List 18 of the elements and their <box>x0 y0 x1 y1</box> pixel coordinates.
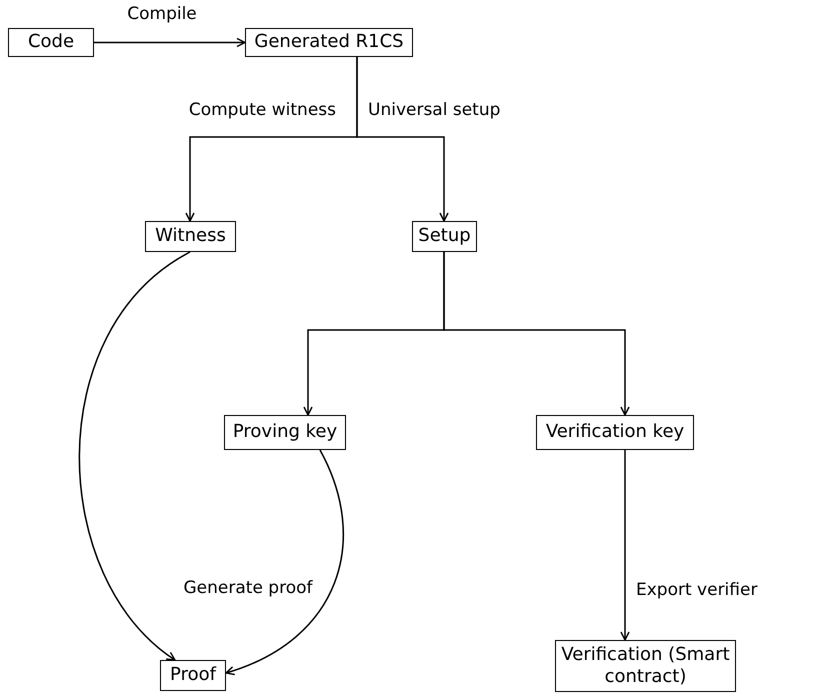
process-box: Code <box>8 28 94 57</box>
process-box: Verification key <box>536 415 694 450</box>
edge-label: Compute witness <box>186 100 338 120</box>
arrow <box>78 251 190 661</box>
edge-label: Universal setup <box>366 100 502 120</box>
process-box: Witness <box>145 221 236 252</box>
process-box: Proving key <box>224 415 346 450</box>
process-box: Verification (Smart contract) <box>555 640 736 692</box>
process-box: Setup <box>412 221 477 252</box>
edge-label: Compile <box>125 4 199 24</box>
process-box: Proof <box>160 660 226 691</box>
arrow <box>443 252 630 416</box>
edge-label: Generate proof <box>182 578 314 598</box>
arrow <box>356 57 449 222</box>
process-box: Generated R1CS <box>245 28 413 57</box>
arrow <box>94 38 246 48</box>
arrow <box>620 450 630 641</box>
arrow <box>225 450 344 675</box>
